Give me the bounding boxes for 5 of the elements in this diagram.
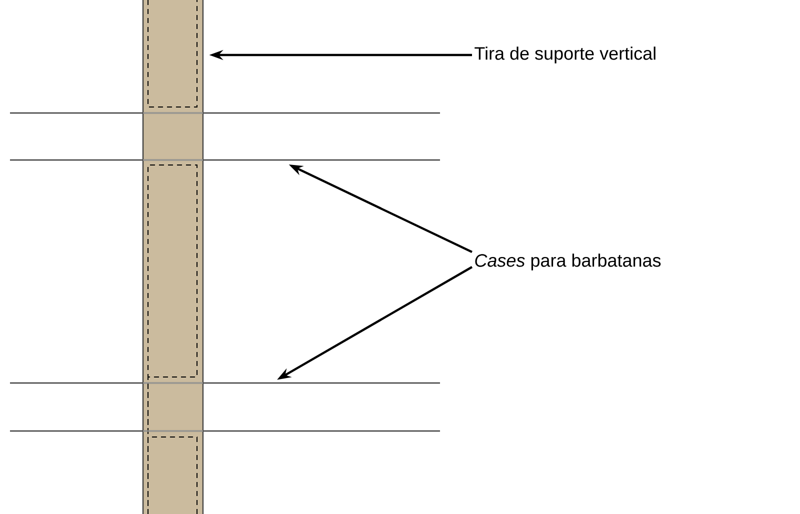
support-strip: [142, 0, 204, 514]
callout-label: Tira de suporte vertical: [474, 46, 656, 64]
fin-case: [9, 382, 441, 432]
callout-label: Cases para barbatanas: [475, 254, 661, 270]
fin-case: [9, 112, 441, 161]
